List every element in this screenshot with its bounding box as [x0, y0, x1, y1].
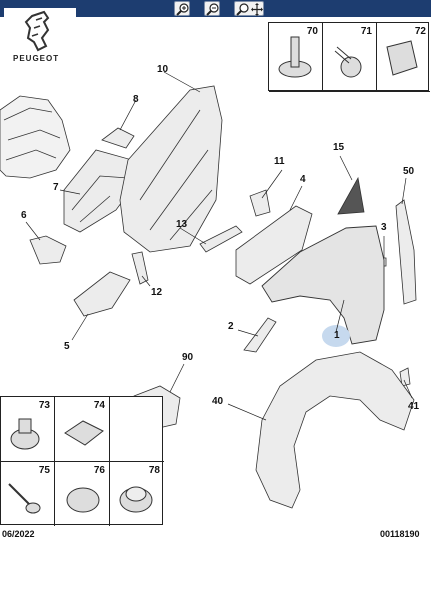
fastener-cell-76[interactable]: 76	[55, 462, 110, 526]
fastener-70-label: 70	[306, 26, 318, 37]
fastener-table-bottom: 73 74 75 76 78	[0, 396, 164, 526]
zoom-in-button[interactable]	[174, 1, 190, 16]
clip-nut-icon	[386, 40, 418, 76]
fastener-78-label: 78	[148, 465, 160, 476]
brand-logo: PEUGEOT	[4, 8, 76, 66]
body-structure	[0, 95, 71, 179]
selected-part-highlight	[322, 325, 350, 347]
fastener-cell-78[interactable]: 78	[110, 462, 164, 526]
brand-logo-text: PEUGEOT	[13, 54, 60, 63]
callout-5[interactable]: 5	[64, 341, 70, 352]
fastener-cell-70[interactable]: 70	[269, 23, 323, 92]
fastener-table-top: 70 71 72	[268, 22, 430, 92]
fastener-73-label: 73	[38, 400, 50, 411]
callout-50[interactable]: 50	[403, 166, 415, 177]
fastener-cell-73[interactable]: 73	[1, 397, 55, 462]
part-2-bracket	[243, 317, 277, 353]
part-11-bracket	[249, 189, 271, 217]
callout-7[interactable]: 7	[53, 182, 59, 193]
fastener-72-label: 72	[414, 26, 426, 37]
part-4-support	[235, 205, 313, 285]
part-40-wheel-arch-liner	[255, 351, 415, 509]
callout-13[interactable]: 13	[176, 219, 188, 230]
part-5-reinforcement	[73, 271, 131, 317]
blind-rivet-icon	[8, 483, 41, 514]
flange-nut-icon	[119, 486, 153, 513]
part-41-clip	[399, 367, 411, 387]
part-6-bracket	[29, 235, 67, 265]
callout-41[interactable]: 41	[408, 401, 420, 412]
callout-10[interactable]: 10	[157, 64, 169, 75]
zoom-out-icon	[206, 3, 219, 16]
callout-90[interactable]: 90	[182, 352, 194, 363]
part-13-strip	[199, 225, 243, 253]
fastener-75-label: 75	[38, 465, 50, 476]
part-1-front-fender	[261, 225, 385, 345]
part-15-trim	[337, 176, 365, 215]
fastener-cell-71[interactable]: 71	[323, 23, 377, 92]
screw-icon	[334, 46, 362, 78]
part-50-seal	[395, 199, 417, 305]
grommet-icon	[10, 418, 40, 450]
callout-40[interactable]: 40	[212, 396, 224, 407]
callout-3[interactable]: 3	[381, 222, 387, 233]
pan-button[interactable]	[234, 1, 264, 16]
callout-12[interactable]: 12	[151, 287, 163, 298]
fastener-cell-empty	[110, 397, 164, 462]
fastener-74-label: 74	[93, 400, 105, 411]
callout-2[interactable]: 2	[228, 321, 234, 332]
callout-4[interactable]: 4	[300, 174, 306, 185]
lion-icon	[24, 10, 50, 52]
callout-8[interactable]: 8	[133, 94, 139, 105]
callout-6[interactable]: 6	[21, 210, 27, 221]
fastener-76-label: 76	[93, 465, 105, 476]
callout-11[interactable]: 11	[274, 156, 285, 167]
part-8-bracket	[101, 127, 135, 149]
pan-icon	[236, 3, 263, 16]
callout-15[interactable]: 15	[333, 142, 345, 153]
square-clip-icon	[64, 420, 104, 446]
fastener-cell-74[interactable]: 74	[55, 397, 110, 462]
nut-icon	[66, 487, 100, 513]
footer-reference: 00118190	[380, 529, 420, 539]
callout-1[interactable]: 1	[334, 330, 340, 341]
footer-date: 06/2022	[2, 529, 35, 539]
leader-lines	[25, 71, 413, 421]
part-12-clip	[131, 251, 149, 285]
part-10-wheel-apron	[119, 85, 223, 253]
parts-diagram	[0, 71, 417, 509]
zoom-in-icon	[176, 3, 189, 16]
push-rivet-icon	[278, 36, 312, 78]
fastener-cell-75[interactable]: 75	[1, 462, 55, 526]
fastener-cell-72[interactable]: 72	[377, 23, 430, 92]
zoom-out-button[interactable]	[204, 1, 220, 16]
fastener-71-label: 71	[360, 26, 372, 37]
